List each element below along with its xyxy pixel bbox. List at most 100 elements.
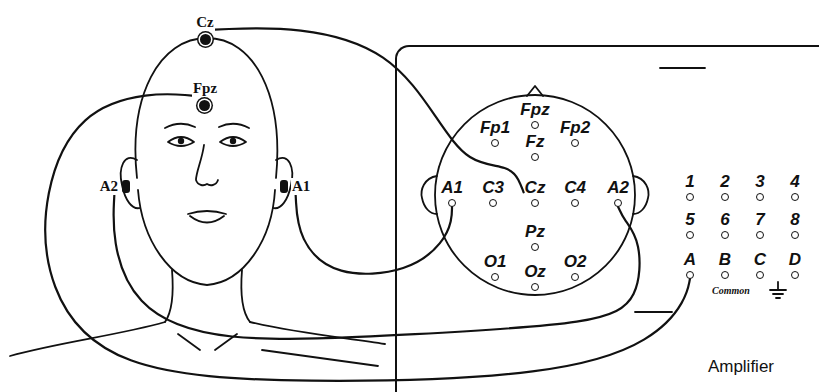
electrode-jack: O2 bbox=[563, 252, 588, 281]
jack-socket bbox=[756, 193, 764, 201]
electrode-label: 5 bbox=[684, 210, 695, 230]
electrode-label: A1 bbox=[291, 178, 311, 195]
jack-socket bbox=[614, 199, 622, 207]
jack-socket bbox=[489, 199, 497, 207]
shoulder-line bbox=[10, 322, 165, 356]
eye bbox=[168, 137, 194, 146]
jack-socket bbox=[686, 193, 694, 201]
scalp-electrode: Fpz bbox=[192, 80, 218, 111]
electrode-contact bbox=[199, 100, 210, 111]
pupil bbox=[230, 138, 236, 144]
jack-socket bbox=[721, 231, 729, 239]
electrode-label: C3 bbox=[481, 178, 505, 198]
nose bbox=[196, 145, 218, 185]
electrode-jack: 5 bbox=[684, 210, 695, 239]
electrode-jack: 3 bbox=[754, 172, 765, 201]
electrode-jack: C bbox=[753, 250, 767, 279]
electrode-jack: 7 bbox=[754, 210, 765, 239]
lower-lip bbox=[190, 216, 224, 223]
electrode-label: D bbox=[788, 250, 802, 270]
jack-socket bbox=[571, 139, 579, 147]
device-name: Amplifier bbox=[708, 357, 774, 377]
ground-symbol bbox=[777, 282, 779, 290]
electrode-label: A2 bbox=[99, 178, 119, 195]
panel-ear bbox=[422, 176, 437, 214]
jack-socket bbox=[791, 193, 799, 201]
panel-head-outline bbox=[435, 95, 635, 295]
electrode-jack: Fpz bbox=[519, 100, 550, 129]
electrode-label: B bbox=[718, 250, 732, 270]
panel-nose bbox=[527, 86, 543, 96]
neck-line bbox=[241, 270, 250, 322]
electrode-jack: Fp2 bbox=[559, 118, 591, 147]
electrode-label: C4 bbox=[563, 178, 587, 198]
electrode-label: Fp2 bbox=[559, 118, 591, 138]
ear-clip-electrode: A2 bbox=[99, 178, 130, 195]
panel-trim bbox=[635, 311, 672, 313]
jack-socket bbox=[531, 283, 539, 291]
collar-line bbox=[178, 334, 200, 350]
electrode-label: 6 bbox=[719, 210, 730, 230]
jack-socket bbox=[531, 199, 539, 207]
electrode-jack: C4 bbox=[563, 178, 587, 207]
electrode-jack: 6 bbox=[719, 210, 730, 239]
electrode-label: 2 bbox=[719, 172, 730, 192]
electrode-label: Fz bbox=[525, 132, 546, 152]
electrode-label: Cz bbox=[524, 178, 547, 198]
neck-line bbox=[165, 270, 173, 322]
electrode-label: A bbox=[683, 250, 697, 270]
jack-socket bbox=[531, 121, 539, 129]
jack-socket bbox=[491, 139, 499, 147]
electrode-jack: 1 bbox=[684, 172, 695, 201]
left-ear bbox=[121, 158, 140, 208]
panel-ear bbox=[633, 176, 648, 214]
ground-symbol bbox=[770, 289, 786, 291]
electrode-jack: Fz bbox=[525, 132, 546, 161]
eyebrow bbox=[219, 124, 249, 128]
electrode-wire bbox=[215, 28, 524, 192]
electrode-jack: 2 bbox=[719, 172, 730, 201]
jack-socket bbox=[491, 273, 499, 281]
electrode-jack: A bbox=[683, 250, 697, 279]
ground-symbol bbox=[773, 293, 783, 295]
amplifier-housing: AmplifierFpzFp1Fp2FzA1C3CzC4A2PzO1O2Oz12… bbox=[395, 45, 819, 392]
right-ear bbox=[273, 158, 292, 208]
electrode-label: Cz bbox=[195, 14, 215, 31]
electrode-jack: C3 bbox=[481, 178, 505, 207]
electrode-label: Fpz bbox=[519, 100, 550, 120]
electrode-wire bbox=[296, 195, 452, 274]
electrode-jack: Oz bbox=[523, 262, 547, 291]
electrode-jack: Cz bbox=[524, 178, 547, 207]
jack-socket bbox=[448, 199, 456, 207]
jack-socket bbox=[721, 193, 729, 201]
electrode-label: 3 bbox=[754, 172, 765, 192]
electrode-label: A2 bbox=[606, 178, 630, 198]
jaw-outline bbox=[138, 190, 275, 285]
electrode-contact bbox=[200, 34, 211, 45]
electrode-label: Fp1 bbox=[479, 118, 511, 138]
electrode-label: Fpz bbox=[192, 80, 218, 97]
electrode-contact bbox=[122, 180, 130, 193]
jack-socket bbox=[721, 271, 729, 279]
electrode-label: Oz bbox=[523, 262, 547, 282]
jack-socket bbox=[756, 271, 764, 279]
electrode-label: Pz bbox=[524, 222, 546, 242]
electrode-jack: Fp1 bbox=[479, 118, 511, 147]
upper-lip bbox=[188, 211, 226, 214]
electrode-label: O2 bbox=[563, 252, 588, 272]
jack-socket bbox=[686, 271, 694, 279]
electrode-label: O1 bbox=[483, 252, 508, 272]
skull-outline bbox=[135, 38, 277, 178]
jack-socket bbox=[531, 153, 539, 161]
panel-trim bbox=[660, 67, 705, 69]
jack-socket bbox=[571, 199, 579, 207]
electrode-contact bbox=[280, 180, 288, 193]
electrode-label: 7 bbox=[754, 210, 765, 230]
electrode-wire bbox=[114, 195, 640, 339]
electrode-jack: 4 bbox=[789, 172, 800, 201]
scalp-electrode: Cz bbox=[195, 14, 215, 45]
electrode-jack: A2 bbox=[606, 178, 630, 207]
electrode-label: A1 bbox=[440, 178, 464, 198]
